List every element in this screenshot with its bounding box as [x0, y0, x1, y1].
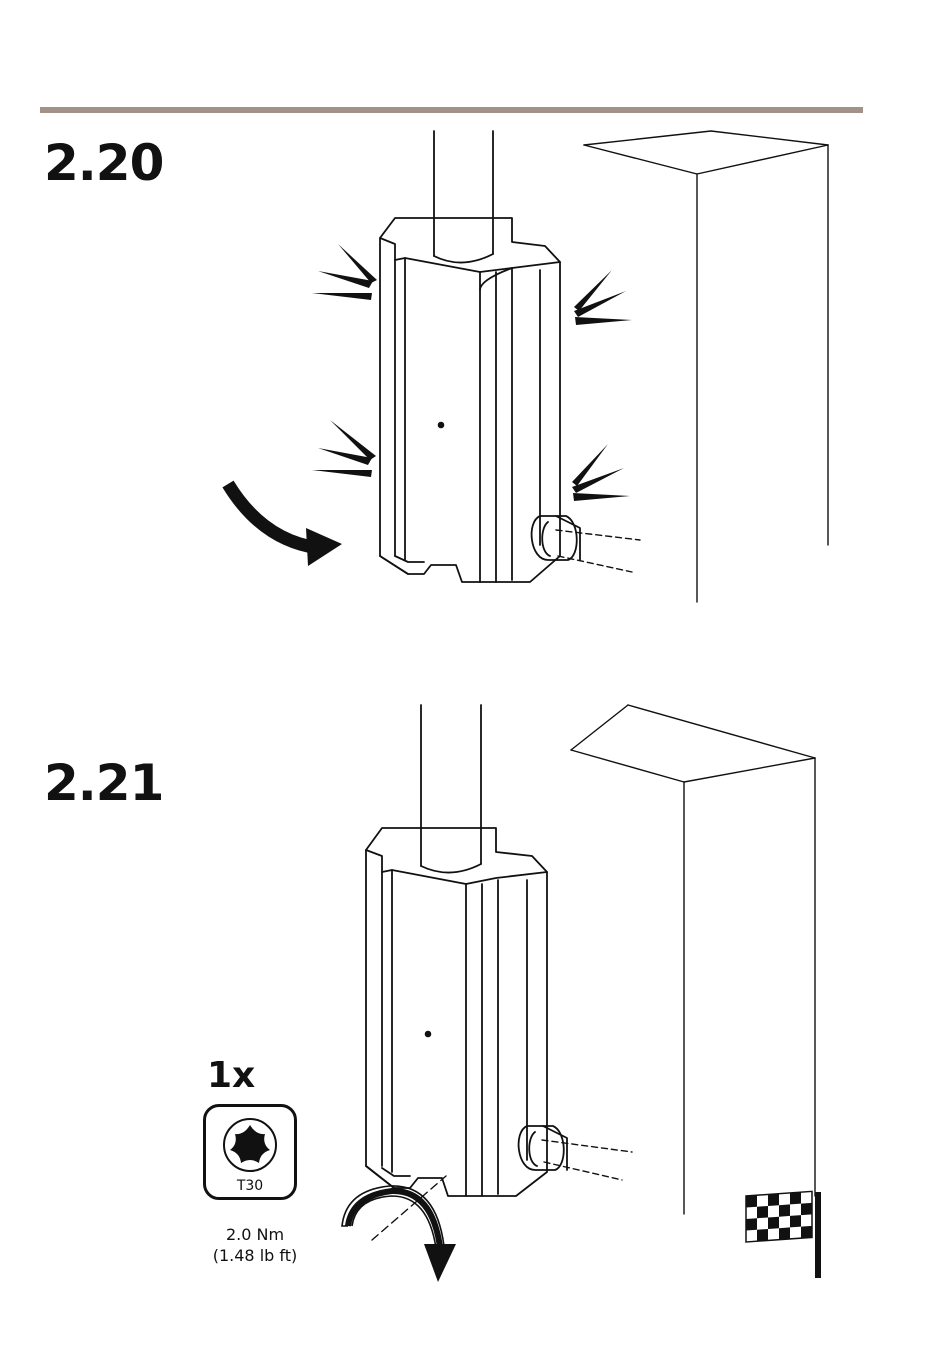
tighten-rotation-icon [342, 1186, 456, 1282]
torque-imperial: (1.48 lb ft) [190, 1246, 320, 1265]
torque-metric: 2.0 Nm [190, 1225, 320, 1244]
checkered-flag-icon [746, 1191, 821, 1278]
cover-step-2-20 [380, 218, 580, 582]
cable-step-2-20 [556, 530, 640, 572]
rotate-arrow-icon [228, 484, 342, 566]
snap-click-icon [312, 244, 632, 501]
cable-step-2-21 [542, 1140, 632, 1180]
pole-step-2-21 [421, 705, 481, 873]
wall-corner-step-2-20 [584, 131, 828, 602]
quantity-label: 1x [207, 1058, 255, 1094]
tool-bit-label: T30 [206, 1179, 294, 1193]
tool-bit-box: T30 [203, 1104, 297, 1200]
pole-step-2-20 [434, 131, 493, 263]
wall-corner-step-2-21 [571, 705, 815, 1214]
cover-step-2-21 [366, 828, 567, 1196]
